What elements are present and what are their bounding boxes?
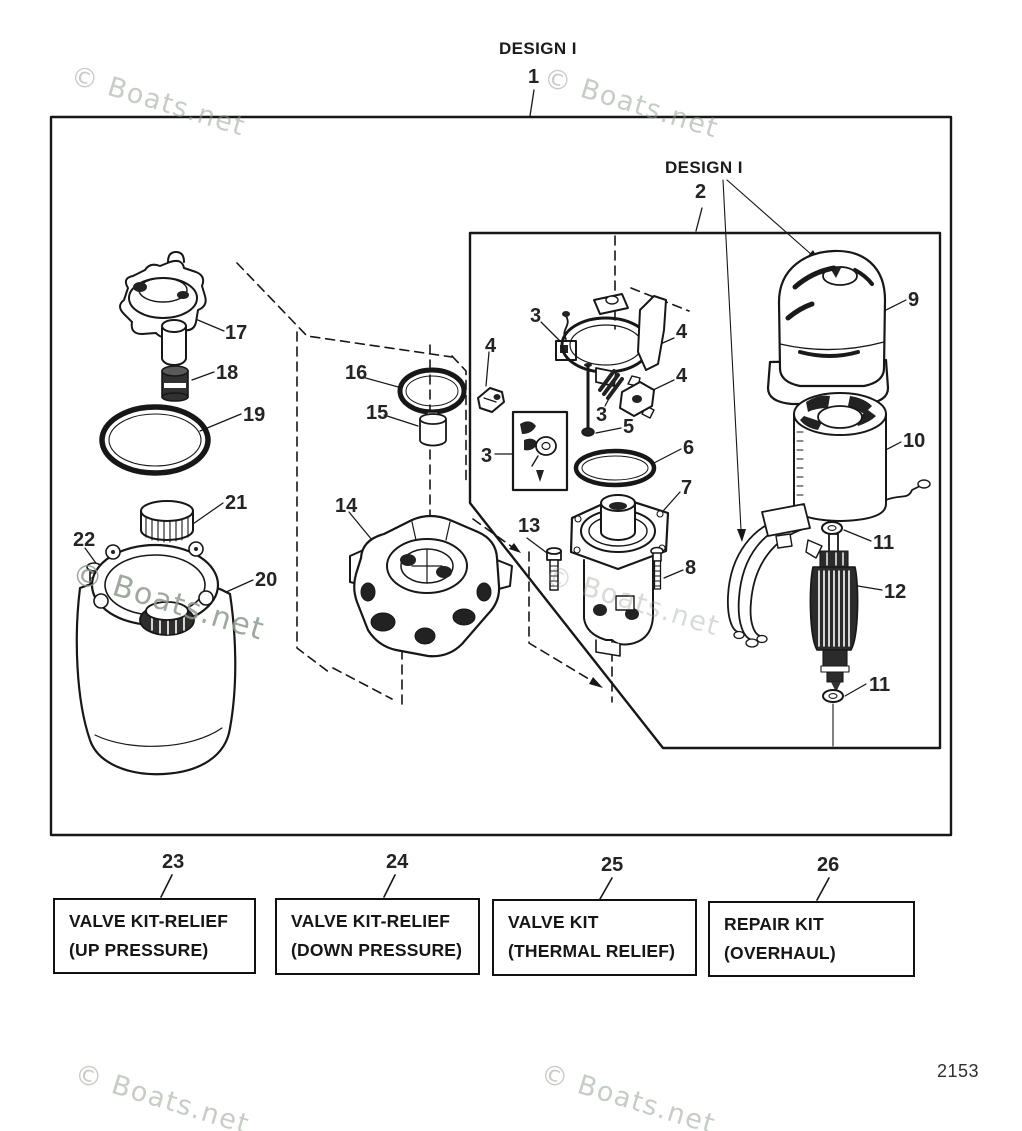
callout-kit-25: 25 — [601, 854, 624, 876]
design-group-box — [468, 231, 942, 750]
callout-4-left: 4 — [485, 335, 497, 357]
divider-arrowheads — [509, 543, 603, 688]
callout-16: 16 — [345, 362, 368, 384]
screw-13 — [546, 547, 562, 591]
stator-10 — [793, 392, 931, 522]
o-ring-6 — [573, 448, 657, 488]
clip-4-left — [477, 387, 505, 413]
kit-leader-lines — [160, 874, 830, 901]
callout-14: 14 — [335, 495, 358, 517]
washer-11-lower — [822, 689, 844, 703]
callout-13: 13 — [518, 515, 541, 537]
kit-line2: (OVERHAUL) — [724, 943, 836, 963]
kit-box-thermal-relief: VALVE KIT (THERMAL RELIEF) — [492, 899, 697, 976]
kit-box-overhaul: REPAIR KIT (OVERHAUL) — [708, 901, 915, 977]
callout-8: 8 — [685, 557, 697, 579]
valve-15 — [419, 411, 447, 447]
callout-kit-26: 26 — [817, 854, 840, 876]
callout-21: 21 — [225, 492, 248, 514]
kit-line1: VALVE KIT — [508, 912, 599, 932]
kit-box-up-pressure: VALVE KIT-RELIEF (UP PRESSURE) — [53, 898, 256, 974]
callout-17: 17 — [225, 322, 248, 344]
valve-3-detail-box — [511, 410, 569, 492]
callout-kit-23: 23 — [162, 851, 185, 873]
page-number: 2153 — [937, 1061, 980, 1081]
design2-callout: 2 — [695, 181, 707, 203]
pump-adaptor-7 — [569, 494, 670, 657]
spring-3 — [598, 369, 624, 400]
reservoir-20 — [75, 541, 237, 776]
callout-4-lower: 4 — [676, 365, 688, 387]
bracket-4-upper — [560, 293, 667, 387]
callout-3-top: 3 — [530, 305, 542, 327]
o-ring-16 — [397, 367, 467, 415]
manifold-14 — [349, 514, 513, 658]
design2-title: DESIGN I — [665, 158, 743, 177]
kit-line1: REPAIR KIT — [724, 914, 824, 934]
design1-title: DESIGN I — [499, 39, 577, 58]
retainer-4-lower — [619, 375, 655, 419]
brush-card-wires — [726, 503, 823, 648]
outer-box — [49, 115, 953, 837]
callout-18: 18 — [216, 362, 239, 384]
kit-box-down-pressure: VALVE KIT-RELIEF (DOWN PRESSURE) — [275, 898, 480, 975]
pump-assembly-17 — [119, 251, 207, 366]
callout-3-spring: 3 — [596, 404, 608, 426]
kit-line2: (DOWN PRESSURE) — [291, 940, 463, 960]
callout-kit-24: 24 — [386, 851, 409, 873]
washer-11-upper — [821, 521, 843, 535]
callout-4-upper: 4 — [676, 321, 688, 343]
callout-19: 19 — [243, 404, 266, 426]
callout-11-upper: 11 — [873, 532, 895, 554]
callout-6: 6 — [683, 437, 695, 459]
kit-line2: (UP PRESSURE) — [69, 940, 209, 960]
design1-callout: 1 — [528, 66, 540, 88]
kit-line2: (THERMAL RELIEF) — [508, 941, 676, 961]
filter-18 — [161, 365, 189, 402]
reservoir-cap-21 — [140, 500, 194, 605]
callout-15: 15 — [366, 402, 389, 424]
rod-5 — [581, 363, 595, 437]
callout-22: 22 — [73, 529, 96, 551]
callout-11-lower: 11 — [869, 674, 891, 696]
callout-12: 12 — [884, 581, 907, 603]
callout-5: 5 — [623, 416, 635, 438]
callout-3-boxed: 3 — [481, 445, 493, 467]
callout-20: 20 — [255, 569, 278, 591]
o-ring-19 — [99, 404, 211, 476]
callout-10: 10 — [903, 430, 926, 452]
kit-line1: VALVE KIT-RELIEF — [69, 911, 229, 931]
armature-12 — [809, 533, 859, 692]
callout-7: 7 — [681, 477, 693, 499]
screw-8 — [650, 546, 664, 590]
motor-cap-9 — [766, 249, 890, 406]
callout-9: 9 — [908, 289, 920, 311]
kit-line1: VALVE KIT-RELIEF — [291, 911, 451, 931]
